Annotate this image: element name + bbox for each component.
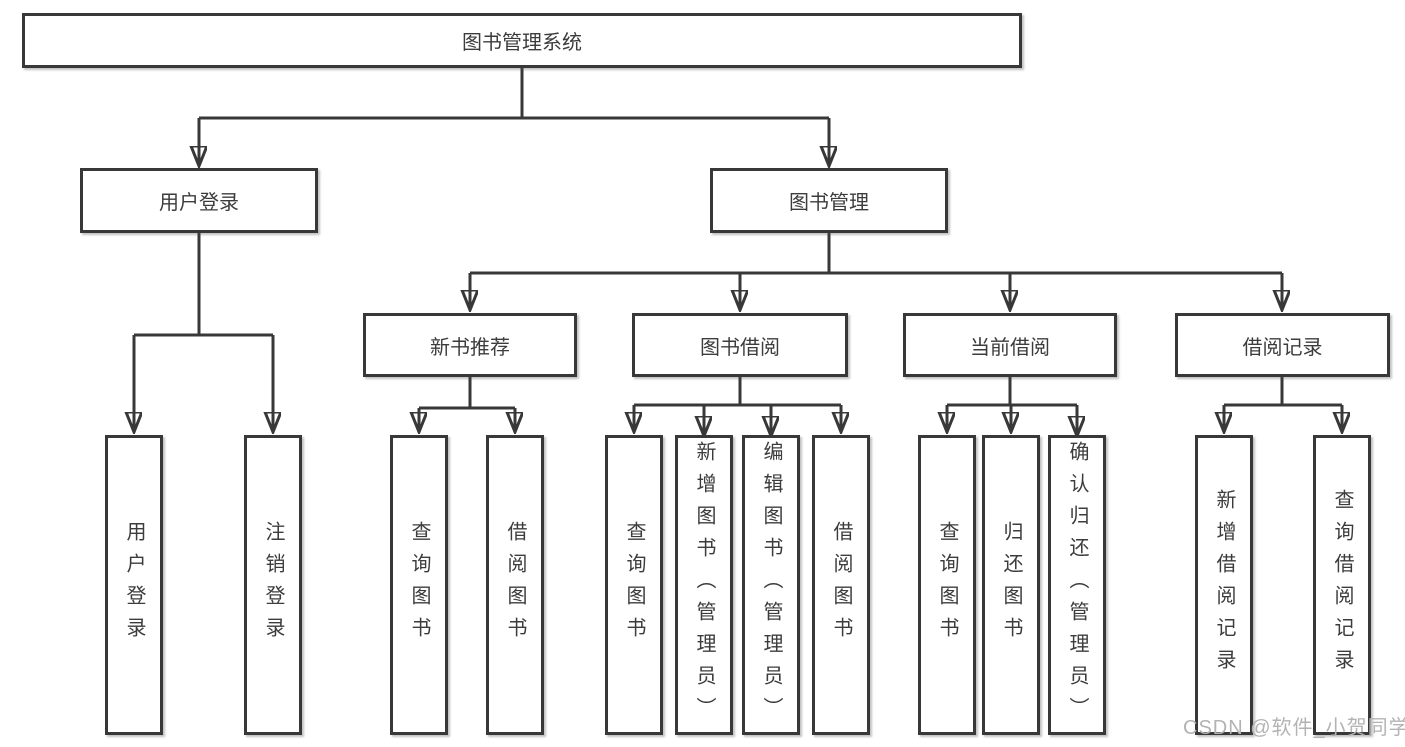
- node-leaf-newbook-query: 查询图书: [390, 435, 448, 735]
- node-book-mgmt-label: 图书管理: [789, 192, 869, 214]
- node-leaf-current-query: 查询图书: [918, 435, 976, 735]
- node-leaf-current-query-label: 查询图书: [936, 521, 958, 649]
- node-borrow-records-label: 借阅记录: [1242, 336, 1323, 359]
- connector-new-book-to-leaves: [419, 377, 515, 432]
- node-leaf-borrow-borrow-label: 借阅图书: [830, 521, 852, 649]
- node-leaf-borrow-edit: 编辑图书（管理员）: [742, 435, 800, 735]
- node-user-login: 用户登录: [80, 168, 318, 233]
- node-leaf-newbook-query-label: 查询图书: [408, 521, 430, 649]
- node-new-book-rec-label: 新书推荐: [430, 336, 510, 359]
- node-current-borrow-label: 当前借阅: [970, 336, 1050, 359]
- node-leaf-records-query: 查询借阅记录: [1313, 435, 1371, 735]
- node-leaf-current-confirm: 确认归还（管理员）: [1048, 435, 1106, 735]
- node-leaf-borrow-add-label: 新增图书（管理员）: [693, 441, 715, 729]
- connector-user-login-to-leaves: [134, 233, 273, 432]
- node-user-login-label: 用户登录: [159, 192, 239, 214]
- connector-root-to-level2: [199, 68, 829, 166]
- node-leaf-user-login: 用户登录: [105, 435, 163, 735]
- node-leaf-borrow-borrow: 借阅图书: [812, 435, 870, 735]
- connector-book-mgmt-to-level3: [470, 233, 1282, 310]
- node-leaf-logout-label: 注销登录: [262, 521, 284, 649]
- node-leaf-newbook-borrow-label: 借阅图书: [504, 521, 526, 649]
- node-leaf-records-query-label: 查询借阅记录: [1331, 489, 1353, 681]
- node-leaf-borrow-edit-label: 编辑图书（管理员）: [760, 441, 782, 729]
- node-leaf-logout: 注销登录: [244, 435, 302, 735]
- node-leaf-newbook-borrow: 借阅图书: [486, 435, 544, 735]
- node-leaf-borrow-query-label: 查询图书: [623, 521, 645, 649]
- node-current-borrow: 当前借阅: [903, 313, 1117, 377]
- connector-records-to-leaves: [1224, 377, 1342, 432]
- node-borrow-records: 借阅记录: [1175, 313, 1390, 377]
- node-book-borrow-label: 图书借阅: [700, 336, 780, 359]
- node-leaf-user-login-label: 用户登录: [123, 521, 145, 649]
- node-root: 图书管理系统: [22, 13, 1022, 68]
- connector-current-to-leaves: [947, 377, 1077, 436]
- csdn-watermark: CSDN @软件_小贺同学: [1183, 717, 1405, 739]
- node-book-borrow: 图书借阅: [632, 313, 848, 377]
- node-leaf-borrow-query: 查询图书: [605, 435, 663, 735]
- node-new-book-rec: 新书推荐: [363, 313, 577, 377]
- node-leaf-current-return: 归还图书: [982, 435, 1040, 735]
- node-leaf-records-add: 新增借阅记录: [1195, 435, 1253, 735]
- node-root-label: 图书管理系统: [462, 32, 582, 54]
- node-leaf-borrow-add: 新增图书（管理员）: [675, 435, 733, 735]
- node-leaf-current-confirm-label: 确认归还（管理员）: [1066, 441, 1088, 729]
- node-leaf-records-add-label: 新增借阅记录: [1213, 489, 1235, 681]
- connector-borrow-to-leaves: [634, 377, 841, 436]
- node-book-mgmt: 图书管理: [710, 168, 948, 233]
- node-leaf-current-return-label: 归还图书: [1000, 521, 1022, 649]
